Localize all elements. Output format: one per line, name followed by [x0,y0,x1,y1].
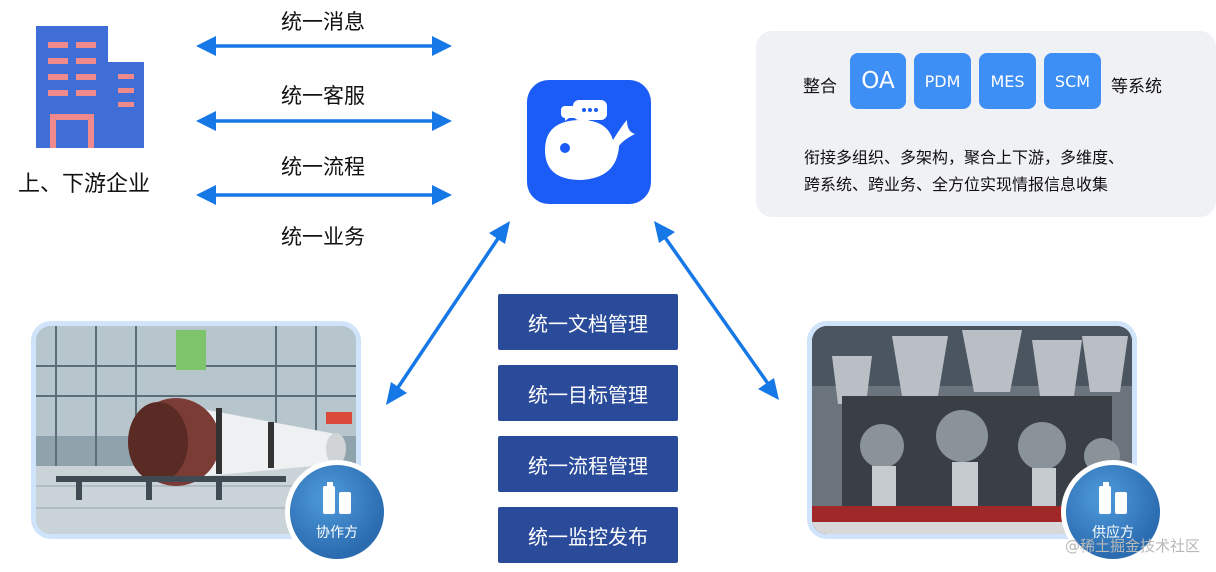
unify-service-label: 统一客服 [281,84,365,108]
system-badge-oa: OA [850,53,906,109]
supplier-label: 供应方 [1092,525,1134,541]
double-arrow-supplier [654,221,779,400]
watermark: @稀土掘金技术社区 [1064,537,1200,555]
collaborator-badge: 协作方 [285,460,389,564]
unify-business-label: 统一业务 [281,225,365,249]
double-arrow-message [196,36,452,56]
enterprise-label: 上、下游企业 [18,172,151,197]
supplier-badge: 供应方 [1061,460,1165,564]
double-arrow-process [196,185,452,205]
document-icon [1099,482,1127,514]
process-management-box: 统一流程管理 [498,436,678,492]
system-badge-mes: MES [979,53,1036,109]
double-arrow-service [196,111,452,131]
doc-management-box: 统一文档管理 [498,294,678,350]
building-icon [36,26,144,148]
goal-management-box: 统一目标管理 [498,365,678,421]
collaborator-label: 协作方 [316,525,358,541]
unify-process-label: 统一流程 [281,155,365,179]
unify-message-label: 统一消息 [281,10,365,34]
integration-desc-line1: 衔接多组织、多架构，聚合上下游，多维度、 [804,148,1125,167]
integration-prefix: 整合 [803,77,837,97]
document-icon [323,482,351,514]
double-arrow-collaborator [386,221,510,405]
system-badge-pdm: PDM [914,53,971,109]
integration-desc-line2: 跨系统、跨业务、全方位实现情报信息收集 [804,175,1109,194]
engine-image [812,326,1132,534]
integration-suffix: 等系统 [1111,77,1162,97]
system-badge-scm: SCM [1044,53,1101,109]
whale-app-icon [527,80,651,204]
monitor-release-box: 统一监控发布 [498,507,678,563]
